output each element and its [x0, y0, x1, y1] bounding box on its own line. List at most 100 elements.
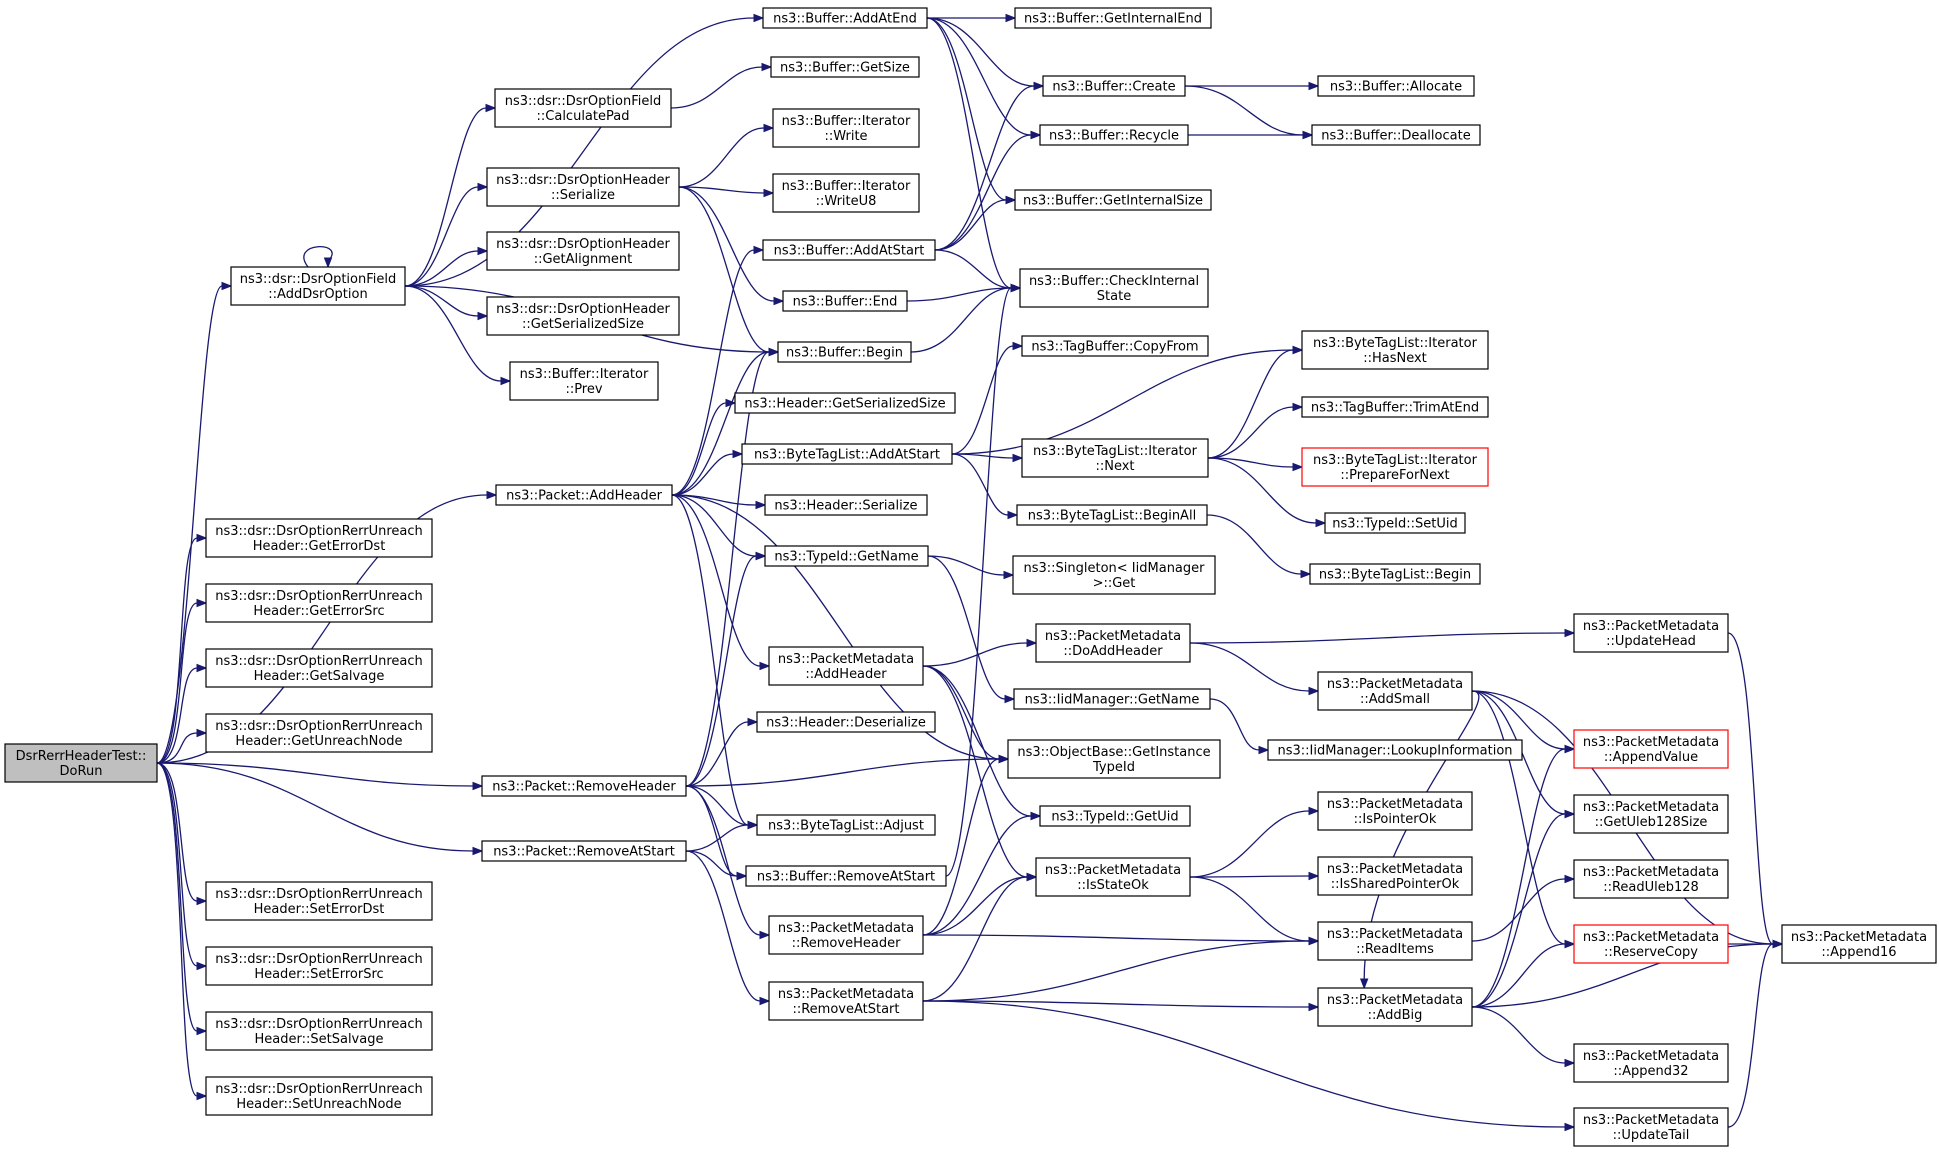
- node-pmReserveCopy[interactable]: ns3::PacketMetadata::ReserveCopy: [1573, 924, 1729, 964]
- node-optGetSerializedSize[interactable]: ns3::dsr::DsrOptionHeader::GetSerialized…: [486, 296, 680, 336]
- node-bufRecycle[interactable]: ns3::Buffer::Recycle: [1039, 124, 1189, 146]
- node-pmUpdateTail[interactable]: ns3::PacketMetadata::UpdateTail: [1573, 1107, 1729, 1147]
- node-root[interactable]: DsrRerrHeaderTest::DoRun: [4, 743, 158, 783]
- node-btlBeginAll[interactable]: ns3::ByteTagList::BeginAll: [1016, 504, 1208, 526]
- node-btlAdjust[interactable]: ns3::ByteTagList::Adjust: [756, 814, 936, 836]
- node-bufAddAtEnd[interactable]: ns3::Buffer::AddAtEnd: [762, 7, 928, 29]
- node-box: [1301, 396, 1489, 418]
- node-bufAllocate[interactable]: ns3::Buffer::Allocate: [1317, 75, 1475, 97]
- node-setErrorSrc[interactable]: ns3::dsr::DsrOptionRerrUnreachHeader::Se…: [205, 946, 433, 986]
- arrowhead: [472, 781, 484, 791]
- node-hdrDeserialize[interactable]: ns3::Header::Deserialize: [756, 711, 936, 733]
- node-box: [764, 545, 929, 567]
- node-btlIterPrepareForNext[interactable]: ns3::ByteTagList::Iterator::PrepareForNe…: [1301, 447, 1489, 487]
- node-singletonGet[interactable]: ns3::Singleton< IidManager>::Get: [1012, 555, 1216, 595]
- node-box: [1013, 688, 1211, 710]
- edge-bufAddAtEnd-to-bufGetInternalSize: [926, 17, 1017, 205]
- node-typeIdGetUid[interactable]: ns3::TypeId::GetUid: [1039, 805, 1191, 827]
- arrowhead: [1030, 130, 1042, 140]
- edge-btlAddAtStart-to-btlIterNext: [951, 453, 1024, 463]
- node-label-line: ::Prev: [565, 382, 602, 397]
- node-pmReadUleb128[interactable]: ns3::PacketMetadata::ReadUleb128: [1573, 859, 1729, 899]
- node-bufGetInternalSize[interactable]: ns3::Buffer::GetInternalSize: [1014, 189, 1212, 211]
- node-pktRemoveHeader[interactable]: ns3::Packet::RemoveHeader: [481, 775, 687, 797]
- node-pmAddHeader[interactable]: ns3::PacketMetadata::AddHeader: [768, 646, 924, 686]
- node-iidGetName[interactable]: ns3::IidManager::GetName: [1013, 688, 1211, 710]
- node-typeIdSetUid[interactable]: ns3::TypeId::SetUid: [1324, 512, 1466, 534]
- node-tagBufTrimAtEnd[interactable]: ns3::TagBuffer::TrimAtEnd: [1301, 396, 1489, 418]
- edge-line: [951, 453, 1014, 459]
- node-pmAddBig[interactable]: ns3::PacketMetadata::AddBig: [1317, 987, 1473, 1027]
- node-calculatePad[interactable]: ns3::dsr::DsrOptionField::CalculatePad: [494, 88, 672, 128]
- edge-line: [685, 758, 1000, 787]
- node-pmDoAddHeader[interactable]: ns3::PacketMetadata::DoAddHeader: [1035, 623, 1191, 663]
- node-bufEnd[interactable]: ns3::Buffer::End: [782, 290, 908, 312]
- node-tagBufCopyFrom[interactable]: ns3::TagBuffer::CopyFrom: [1021, 335, 1209, 357]
- node-setErrorDst[interactable]: ns3::dsr::DsrOptionRerrUnreachHeader::Se…: [205, 881, 433, 921]
- node-btlIterHasNext[interactable]: ns3::ByteTagList::Iterator::HasNext: [1301, 330, 1489, 370]
- arrowhead: [1003, 570, 1015, 580]
- node-iidLookupInformation[interactable]: ns3::IidManager::LookupInformation: [1267, 739, 1523, 761]
- node-pmGetUleb128Size[interactable]: ns3::PacketMetadata::GetUleb128Size: [1573, 794, 1729, 834]
- node-pmAddSmall[interactable]: ns3::PacketMetadata::AddSmall: [1317, 671, 1473, 711]
- edge-line: [671, 453, 734, 496]
- node-bufDeallocate[interactable]: ns3::Buffer::Deallocate: [1311, 124, 1481, 146]
- node-optGetAlignment[interactable]: ns3::dsr::DsrOptionHeader::GetAlignment: [486, 231, 680, 271]
- node-pmIsPointerOk[interactable]: ns3::PacketMetadata::IsPointerOk: [1317, 791, 1473, 831]
- node-hdrGetSerializedSize[interactable]: ns3::Header::GetSerializedSize: [734, 392, 956, 414]
- node-box: [762, 239, 936, 261]
- node-bufRemoveAtStart[interactable]: ns3::Buffer::RemoveAtStart: [745, 865, 947, 887]
- node-iterWriteU8[interactable]: ns3::Buffer::Iterator::WriteU8: [772, 173, 920, 213]
- edge-bufRemoveAtStart-to-bufCheckInternalState: [945, 283, 1022, 877]
- node-btlIterNext[interactable]: ns3::ByteTagList::Iterator::Next: [1021, 438, 1209, 478]
- node-bufGetSize[interactable]: ns3::Buffer::GetSize: [770, 56, 920, 78]
- node-pmIsSharedPointerOk[interactable]: ns3::PacketMetadata::IsSharedPointerOk: [1317, 856, 1473, 896]
- node-iterWrite[interactable]: ns3::Buffer::Iterator::Write: [772, 108, 920, 148]
- node-bufAddAtStart[interactable]: ns3::Buffer::AddAtStart: [762, 239, 936, 261]
- node-getErrorSrc[interactable]: ns3::dsr::DsrOptionRerrUnreachHeader::Ge…: [205, 583, 433, 623]
- arrowhead: [1300, 569, 1312, 579]
- arrowhead: [1292, 402, 1304, 412]
- edge-pmDoAddHeader-to-pmAddSmall: [1189, 642, 1320, 696]
- node-getSalvage[interactable]: ns3::dsr::DsrOptionRerrUnreachHeader::Ge…: [205, 648, 433, 688]
- node-label-line: ns3::dsr::DsrOptionRerrUnreach: [215, 887, 423, 902]
- node-btlBegin[interactable]: ns3::ByteTagList::Begin: [1309, 563, 1481, 585]
- node-getErrorDst[interactable]: ns3::dsr::DsrOptionRerrUnreachHeader::Ge…: [205, 518, 433, 558]
- node-setUnreachNode[interactable]: ns3::dsr::DsrOptionRerrUnreachHeader::Se…: [205, 1076, 433, 1116]
- node-label-line: ::CalculatePad: [537, 109, 630, 124]
- node-pktRemoveAtStart[interactable]: ns3::Packet::RemoveAtStart: [481, 840, 687, 862]
- node-setSalvage[interactable]: ns3::dsr::DsrOptionRerrUnreachHeader::Se…: [205, 1011, 433, 1051]
- node-bufBegin[interactable]: ns3::Buffer::Begin: [777, 341, 912, 363]
- edge-pktRemoveHeader-to-hdrDeserialize: [685, 717, 759, 787]
- node-bufGetInternalEnd[interactable]: ns3::Buffer::GetInternalEnd: [1014, 7, 1212, 29]
- node-btlAddAtStart[interactable]: ns3::ByteTagList::AddAtStart: [741, 443, 953, 465]
- node-box: [205, 946, 433, 986]
- edge-line: [156, 762, 474, 787]
- edge-line: [1189, 642, 1310, 692]
- node-getUnreachNode[interactable]: ns3::dsr::DsrOptionRerrUnreachHeader::Ge…: [205, 713, 433, 753]
- node-typeIdGetName[interactable]: ns3::TypeId::GetName: [764, 545, 929, 567]
- node-pmRemoveHeader[interactable]: ns3::PacketMetadata::RemoveHeader: [768, 915, 924, 955]
- node-box: [756, 814, 936, 836]
- node-pmAppend32[interactable]: ns3::PacketMetadata::Append32: [1573, 1043, 1729, 1083]
- node-bufCreate[interactable]: ns3::Buffer::Create: [1042, 75, 1186, 97]
- node-pmReadItems[interactable]: ns3::PacketMetadata::ReadItems: [1317, 921, 1473, 961]
- arrowhead: [1010, 283, 1022, 293]
- node-addDsrOption[interactable]: ns3::dsr::DsrOptionField::AddDsrOption: [230, 266, 406, 306]
- node-pmAppendValue[interactable]: ns3::PacketMetadata::AppendValue: [1573, 729, 1729, 769]
- node-iterPrev[interactable]: ns3::Buffer::Iterator::Prev: [509, 361, 659, 401]
- edge-pmAddBig-to-pmGetUleb128Size: [1471, 809, 1576, 1008]
- node-pmUpdateHead[interactable]: ns3::PacketMetadata::UpdateHead: [1573, 613, 1729, 653]
- edge-line: [156, 762, 198, 902]
- node-optSerialize[interactable]: ns3::dsr::DsrOptionHeader::Serialize: [486, 167, 680, 207]
- node-pktAddHeader[interactable]: ns3::Packet::AddHeader: [495, 484, 673, 506]
- edge-pmUpdateHead-to-pmAppend16: [1727, 632, 1784, 949]
- node-pmIsStateOk[interactable]: ns3::PacketMetadata::IsStateOk: [1035, 857, 1191, 897]
- edge-addDsrOption-to-iterPrev: [404, 285, 512, 386]
- node-box: [1035, 857, 1191, 897]
- node-pmAppend16[interactable]: ns3::PacketMetadata::Append16: [1781, 924, 1937, 964]
- node-pmRemoveAtStart[interactable]: ns3::PacketMetadata::RemoveAtStart: [768, 981, 924, 1021]
- node-hdrSerialize[interactable]: ns3::Header::Serialize: [764, 494, 928, 516]
